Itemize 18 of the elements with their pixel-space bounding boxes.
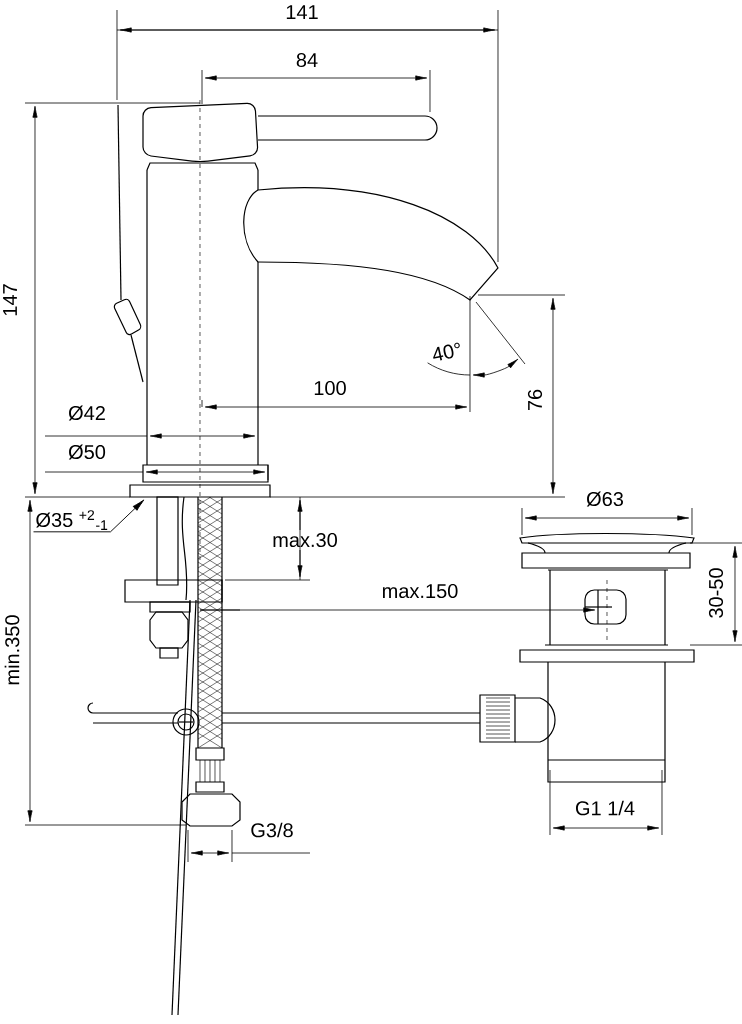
dimension-label: Ø42	[68, 405, 105, 421]
dimension-label: Ø50	[68, 444, 106, 460]
dimension-label: 84	[296, 52, 318, 68]
dimension-label: Ø35 $^{+2}$-1	[36, 510, 108, 530]
dimension-label: max.150	[382, 583, 458, 599]
dimension-label: max.30	[273, 532, 337, 548]
dimension-label: min.350	[4, 615, 20, 685]
dimension-label: 30-50	[708, 568, 724, 618]
dimension-label: 76	[527, 389, 543, 411]
dimension-label: 141	[286, 5, 318, 19]
dimension-label: G3/8	[251, 822, 293, 838]
dimension-label: G1 1/4	[576, 800, 635, 816]
dimension-label: 40°	[433, 342, 460, 361]
base-plate	[129, 484, 271, 498]
leader-line	[33, 499, 145, 533]
dimension-label: 147	[3, 284, 17, 316]
dimension-label: Ø63	[586, 491, 623, 507]
dimension-label: 100	[314, 380, 346, 396]
